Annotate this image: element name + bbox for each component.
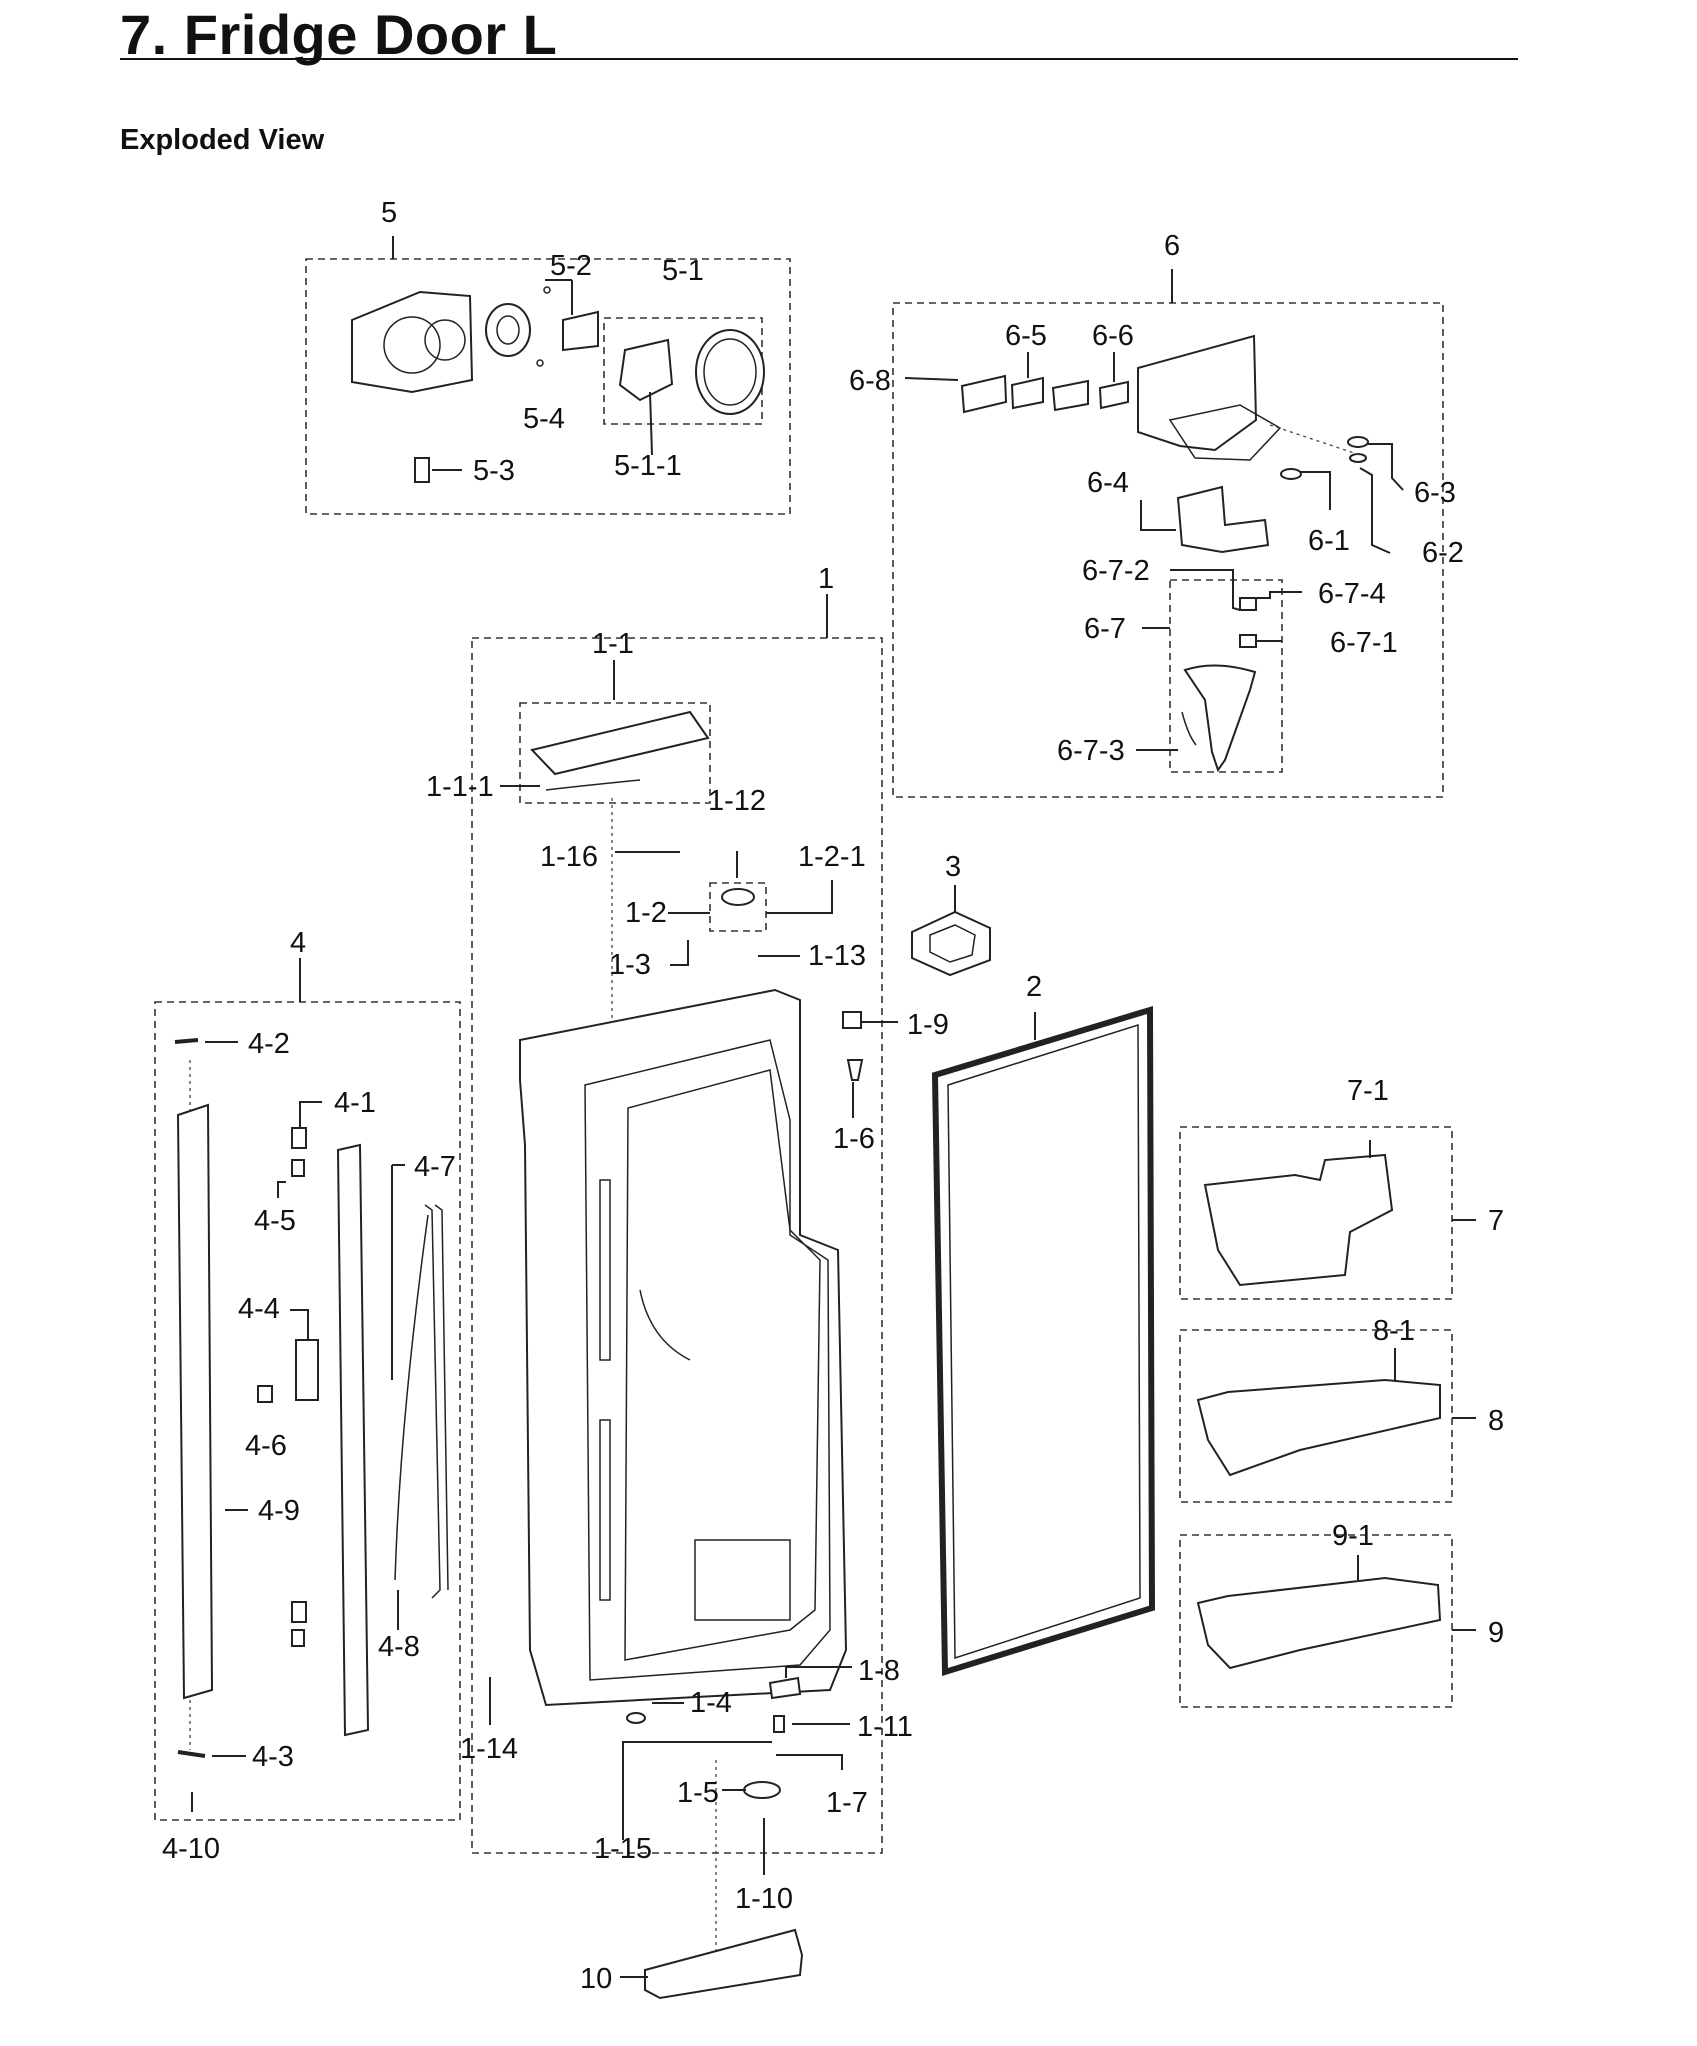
assembly-5 — [305, 236, 791, 515]
page-title: 7. Fridge Door L — [120, 3, 558, 66]
label-9: 9 — [1488, 1617, 1504, 1649]
dispenser-housing-part — [351, 290, 474, 394]
label-6-1: 6-1 — [1308, 525, 1350, 557]
label-1-2-1: 1-2-1 — [798, 841, 866, 873]
label-4-6: 4-6 — [245, 1430, 287, 1462]
label-1-12: 1-12 — [708, 785, 766, 817]
assembly-6-box — [892, 302, 1444, 798]
assembly-1 — [471, 594, 898, 1960]
label-4: 4 — [290, 927, 306, 959]
label-6-3: 6-3 — [1414, 477, 1456, 509]
label-1-6: 1-6 — [833, 1123, 875, 1155]
door-liner-part — [519, 988, 848, 1707]
assembly-6 — [892, 269, 1444, 798]
label-6-7: 6-7 — [1084, 613, 1126, 645]
label-4-7: 4-7 — [414, 1151, 456, 1183]
assembly-1-1-box — [519, 702, 711, 804]
label-5: 5 — [381, 197, 397, 229]
title-rule — [120, 58, 1518, 60]
label-1-7: 1-7 — [826, 1787, 868, 1819]
label-4-1: 4-1 — [334, 1087, 376, 1119]
assembly-2-gasket — [931, 1005, 1156, 1677]
assembly-5-box — [305, 258, 791, 515]
label-6-5: 6-5 — [1005, 320, 1047, 352]
label-5-1-1: 5-1-1 — [614, 450, 682, 482]
callout-labels: 5 5-2 5-1 5-4 5-1-1 5-3 6 6-5 6-6 6-8 6-… — [162, 197, 1504, 1995]
label-4-3: 4-3 — [252, 1741, 294, 1773]
label-9-1: 9-1 — [1332, 1520, 1374, 1552]
label-5-2: 5-2 — [550, 250, 592, 282]
label-6-7-3: 6-7-3 — [1057, 735, 1125, 767]
label-1-10: 1-10 — [735, 1883, 793, 1915]
label-1-13: 1-13 — [808, 940, 866, 972]
label-1-5: 1-5 — [677, 1777, 719, 1809]
label-8-1: 8-1 — [1373, 1315, 1415, 1347]
label-6: 6 — [1164, 230, 1180, 262]
label-6-2: 6-2 — [1422, 537, 1464, 569]
label-1: 1 — [818, 563, 834, 595]
label-1-4: 1-4 — [690, 1687, 732, 1719]
label-1-1: 1-1 — [592, 628, 634, 660]
label-5-4: 5-4 — [523, 403, 565, 435]
assembly-7 — [1179, 1126, 1476, 1300]
label-2: 2 — [1026, 971, 1042, 1003]
label-4-2: 4-2 — [248, 1028, 290, 1060]
label-6-4: 6-4 — [1087, 467, 1129, 499]
label-5-3: 5-3 — [473, 455, 515, 487]
label-1-1-1: 1-1-1 — [426, 771, 494, 803]
assembly-4-box — [154, 1001, 461, 1821]
label-1-14: 1-14 — [460, 1733, 518, 1765]
assembly-9 — [1179, 1534, 1476, 1708]
label-4-8: 4-8 — [378, 1631, 420, 1663]
label-1-9: 1-9 — [907, 1009, 949, 1041]
label-6-7-2: 6-7-2 — [1082, 555, 1150, 587]
label-1-3: 1-3 — [609, 949, 651, 981]
label-1-11: 1-11 — [857, 1711, 913, 1743]
page-subtitle: Exploded View — [120, 124, 325, 156]
assembly-4 — [154, 958, 461, 1821]
label-7-1: 7-1 — [1347, 1075, 1389, 1107]
label-6-7-4: 6-7-4 — [1318, 578, 1386, 610]
label-5-1: 5-1 — [662, 255, 704, 287]
label-4-10: 4-10 — [162, 1833, 220, 1865]
part-3 — [911, 885, 991, 977]
label-1-2: 1-2 — [625, 897, 667, 929]
assembly-8 — [1179, 1329, 1476, 1503]
label-8: 8 — [1488, 1405, 1504, 1437]
assembly-1-box — [471, 637, 883, 1854]
label-1-8: 1-8 — [858, 1655, 900, 1687]
label-3: 3 — [945, 851, 961, 883]
label-4-5: 4-5 — [254, 1205, 296, 1237]
label-4-9: 4-9 — [258, 1495, 300, 1527]
label-10: 10 — [580, 1963, 612, 1995]
label-6-6: 6-6 — [1092, 320, 1134, 352]
label-1-15: 1-15 — [594, 1833, 652, 1865]
label-7: 7 — [1488, 1205, 1504, 1237]
label-6-8: 6-8 — [849, 365, 891, 397]
part-10 — [620, 1928, 804, 2000]
label-1-16: 1-16 — [540, 841, 598, 873]
label-4-4: 4-4 — [238, 1293, 280, 1325]
assembly-6-7-box — [1169, 579, 1283, 773]
label-6-7-1: 6-7-1 — [1330, 627, 1398, 659]
